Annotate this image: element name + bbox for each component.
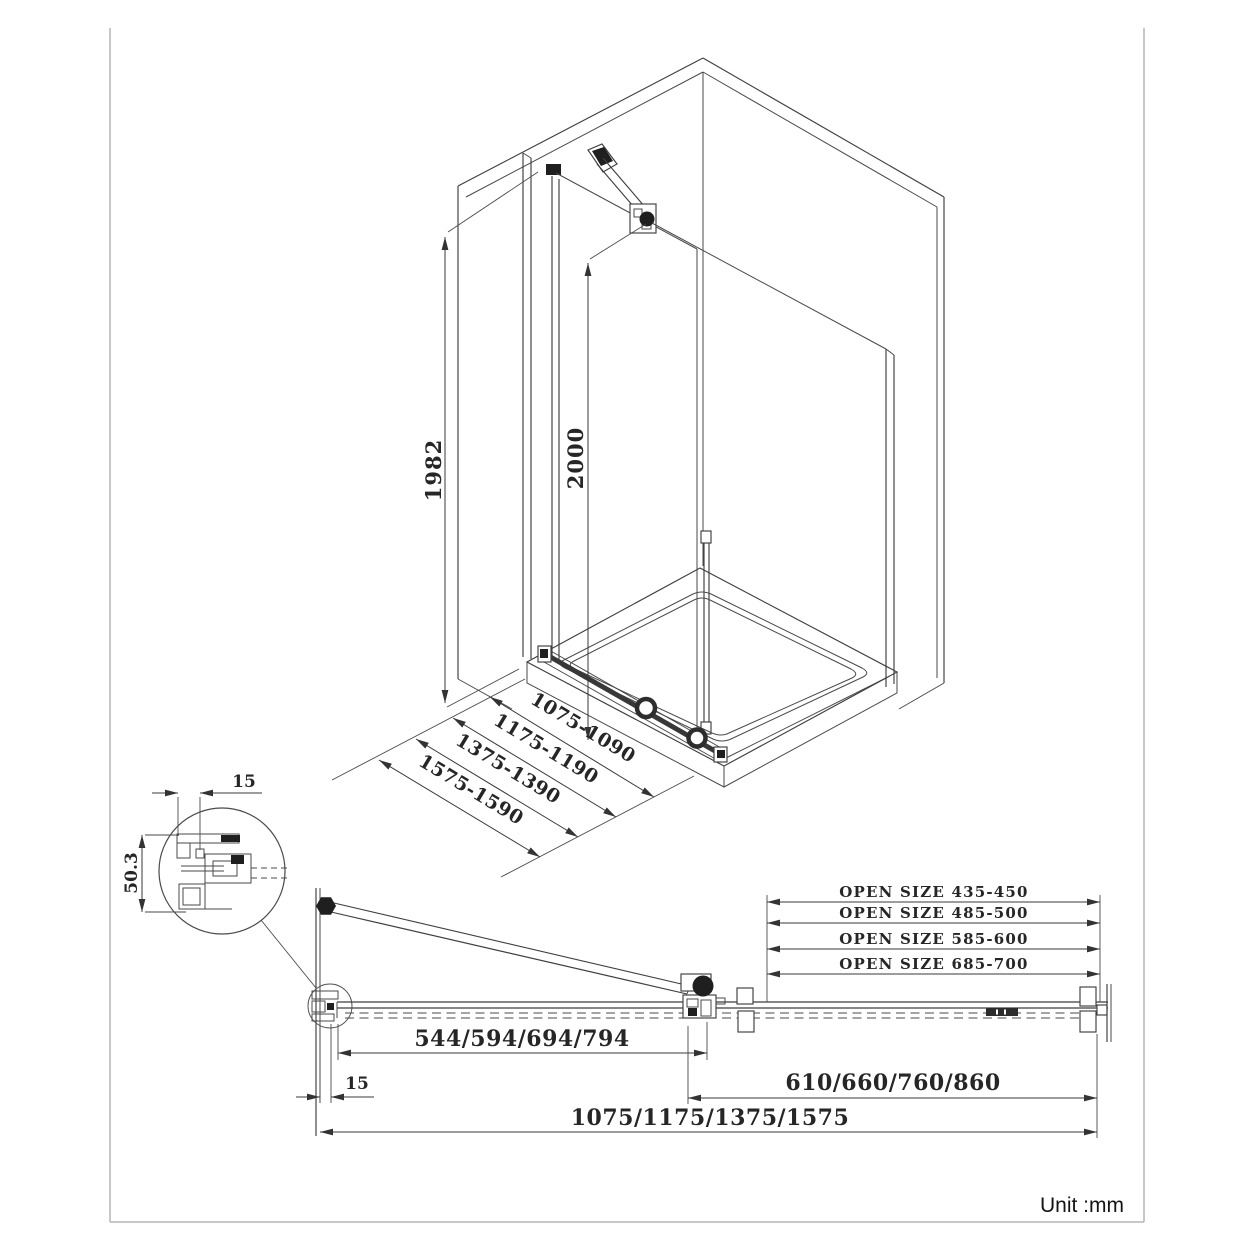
plan-left-wall — [307, 888, 353, 1136]
isometric-view: 1982 2000 1075-1090 1175-1190 1375-1390 … — [331, 57, 945, 878]
plan-view: OPEN SIZE 435-450 OPEN SIZE 485-500 OPEN… — [296, 883, 1112, 1138]
unit-label: Unit :mm — [1040, 1194, 1124, 1217]
roller-icon — [686, 727, 708, 749]
roller-icon — [634, 696, 658, 720]
profile-cross-section — [176, 833, 289, 910]
detail-dimension-50-3: 50.3 — [122, 834, 186, 913]
plan-rail — [336, 1001, 1108, 1019]
open-size-label: OPEN SIZE 685-700 — [839, 955, 1028, 973]
detail-offset-label: 15 — [232, 772, 256, 792]
detail-dimension-15: 15 — [152, 772, 262, 850]
detail-leader-line — [260, 919, 317, 989]
left-wall-panel — [457, 57, 704, 710]
support-bar — [587, 143, 657, 234]
plan-total-width-dimension: 1075/1175/1375/1575 — [320, 1105, 1097, 1136]
detail-view: 15 50.3 — [122, 772, 317, 989]
wall-offset-label: 15 — [345, 1074, 369, 1094]
plan-open-size-dimensions: OPEN SIZE 435-450 OPEN SIZE 485-500 OPEN… — [766, 883, 1101, 1002]
open-size-label: OPEN SIZE 585-600 — [839, 930, 1028, 948]
door-handle-knob-icon — [316, 897, 336, 915]
detail-height-label: 50.3 — [122, 852, 142, 893]
hinged-door-panel — [546, 164, 698, 740]
iso-height-dimension-2000: 2000 — [563, 223, 647, 740]
plan-open-door — [316, 897, 691, 995]
support-bar-knob — [639, 211, 655, 227]
rail-marking — [986, 1008, 1018, 1016]
plan-door-width-dimension: 544/594/694/794 — [337, 1022, 708, 1060]
detail-indicator-circle — [307, 983, 353, 1029]
plan-hinge-assembly — [680, 973, 726, 1019]
fixed-glass-panel — [651, 222, 895, 760]
hinge-pivot — [692, 975, 714, 997]
plan-fixed-width-dimension: 610/660/760/860 — [687, 1026, 1098, 1138]
iso-glass-height-label: 2000 — [563, 427, 588, 489]
detail-circle — [158, 807, 286, 935]
right-wall-panel — [702, 57, 945, 710]
iso-door-height-label: 1982 — [421, 439, 446, 501]
fixed-width-label: 610/660/760/860 — [785, 1070, 1000, 1096]
iso-height-dimension-1982: 1982 — [421, 171, 539, 708]
total-width-label: 1075/1175/1375/1575 — [571, 1105, 850, 1131]
door-width-label: 544/594/694/794 — [414, 1026, 629, 1052]
plan-wall-brackets — [736, 984, 1112, 1042]
drawing-frame — [109, 28, 1145, 1223]
wall-profile — [522, 152, 532, 659]
plan-wall-offset-dimension: 15 — [296, 1024, 374, 1103]
open-size-label: OPEN SIZE 435-450 — [839, 883, 1028, 901]
open-size-label: OPEN SIZE 485-500 — [839, 904, 1028, 922]
